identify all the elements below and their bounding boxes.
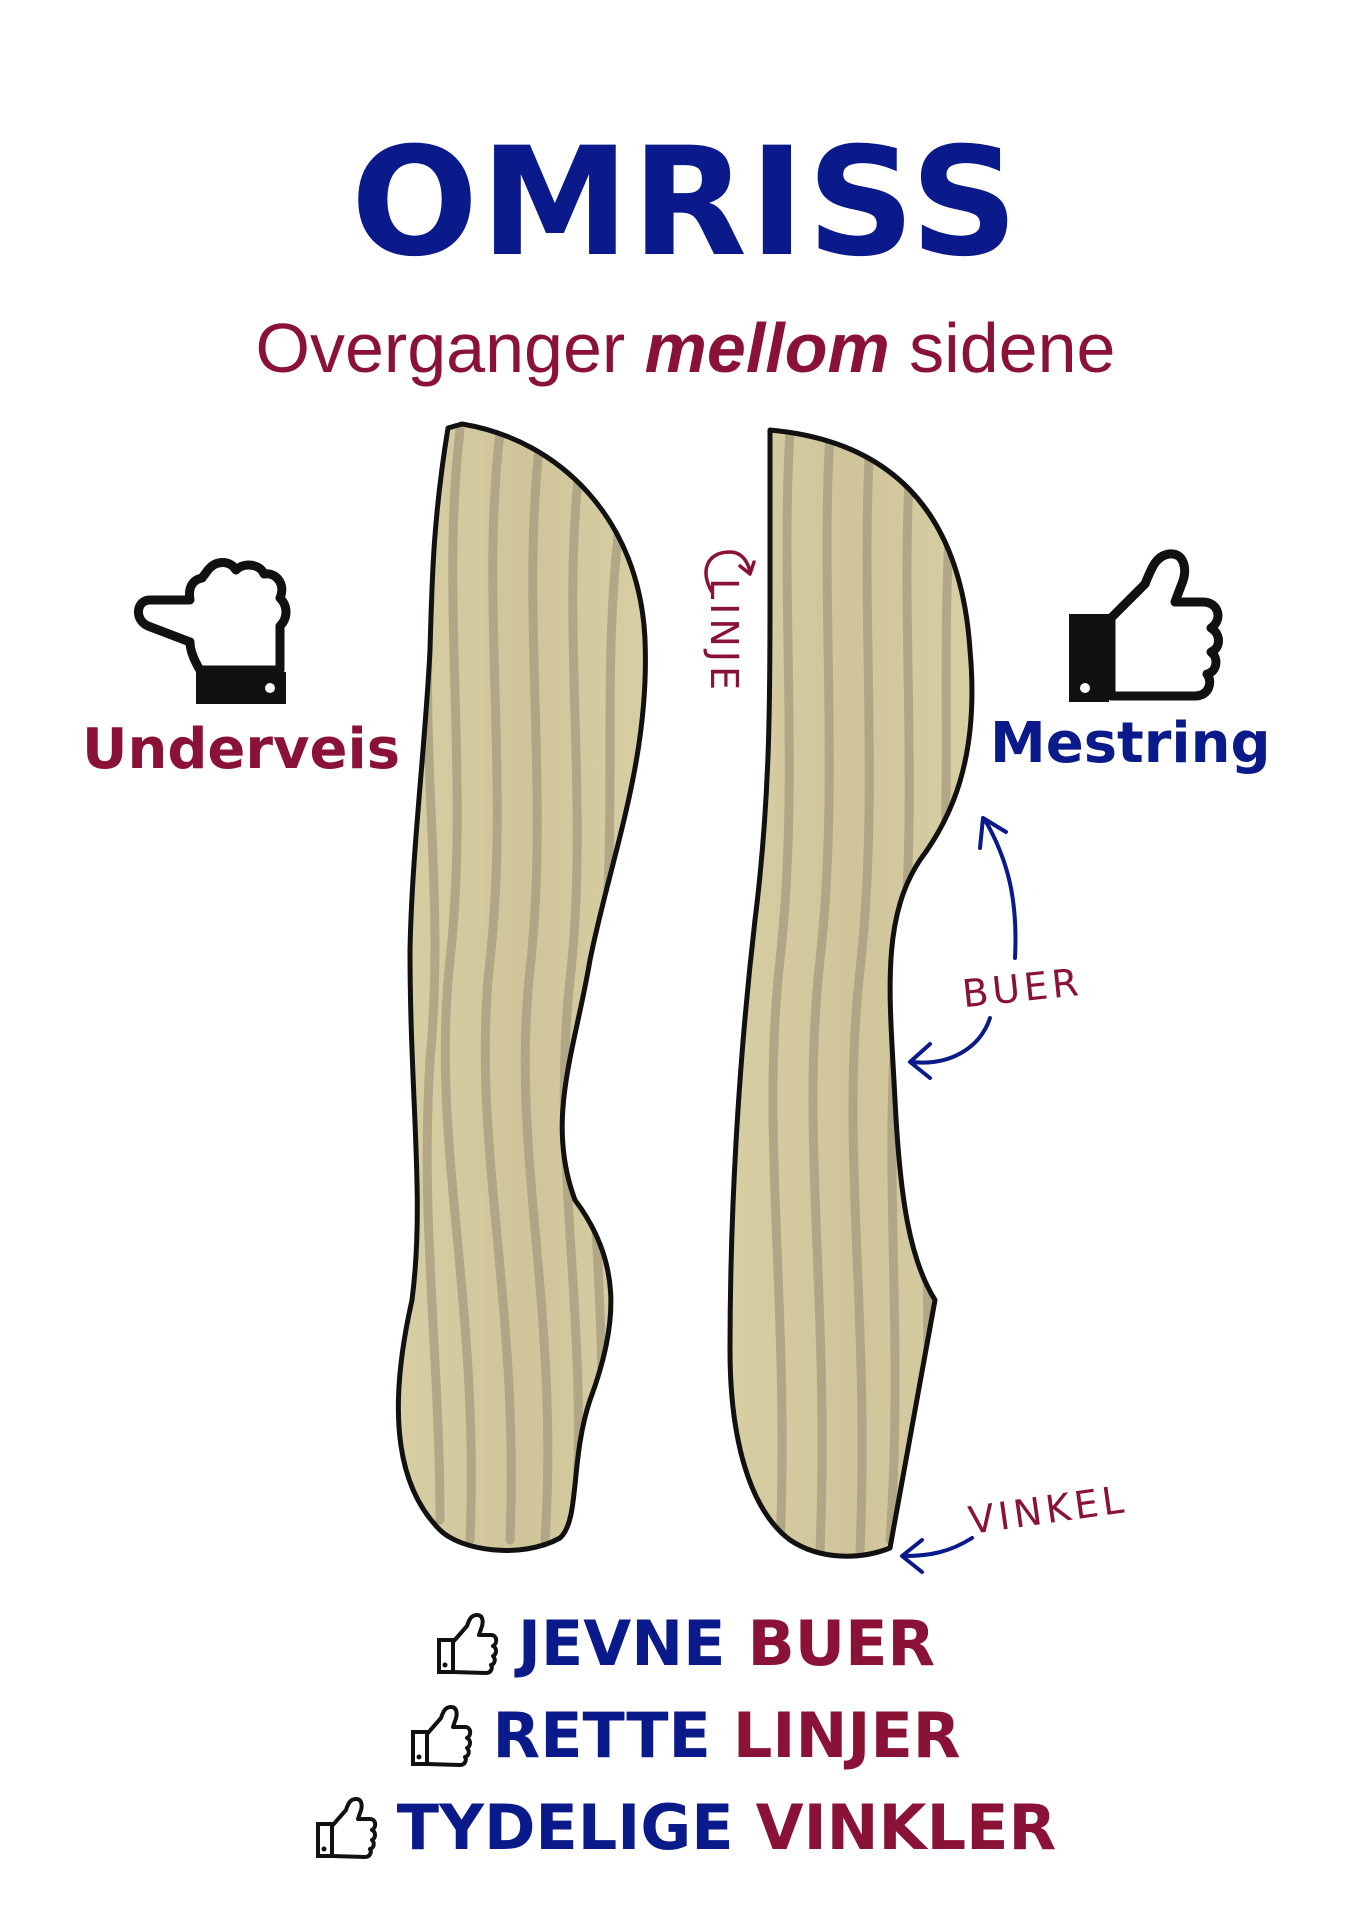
- rule-keyword: RETTE: [492, 1699, 711, 1772]
- subtitle-emphasis: mellom: [644, 309, 890, 387]
- line-arrow: [704, 550, 756, 594]
- rule-keyword: JEVNE: [517, 1607, 726, 1680]
- rule-subject: VINKLER: [755, 1791, 1057, 1864]
- subtitle-before: Overganger: [255, 309, 645, 387]
- rule-subject: BUER: [747, 1607, 936, 1680]
- curves-arrow-up: [978, 816, 1018, 960]
- rule-keyword: TYDELIGE: [396, 1791, 734, 1864]
- thumbs-down-icon: [134, 558, 291, 704]
- subtitle-after: sidene: [889, 309, 1116, 387]
- thumbs-up-icon: [1069, 549, 1223, 702]
- line-annotation: LINJE: [702, 578, 746, 695]
- thumbs-up-outline-icon: [436, 1613, 498, 1675]
- rule-subject: LINJER: [732, 1699, 961, 1772]
- right-label: Mestring: [990, 711, 1271, 776]
- angle-arrow: [900, 1536, 974, 1574]
- right-wood-piece: [727, 427, 975, 1559]
- rule-item: JEVNE BUER: [0, 1598, 1371, 1690]
- rules-list: JEVNE BUER RETTE LINJER TYDELIGE VINKLER: [0, 1598, 1371, 1874]
- page-subtitle: Overganger mellom sidene: [0, 308, 1371, 388]
- rule-item: RETTE LINJER: [0, 1690, 1371, 1782]
- left-wood-piece: [395, 421, 648, 1553]
- left-label: Underveis: [82, 717, 401, 782]
- thumbs-up-outline-icon: [315, 1797, 377, 1859]
- rule-item: TYDELIGE VINKLER: [0, 1782, 1371, 1874]
- thumbs-up-outline-icon: [411, 1705, 473, 1767]
- curves-arrow-left: [908, 1016, 992, 1080]
- page-title: OMRISS: [350, 116, 1021, 290]
